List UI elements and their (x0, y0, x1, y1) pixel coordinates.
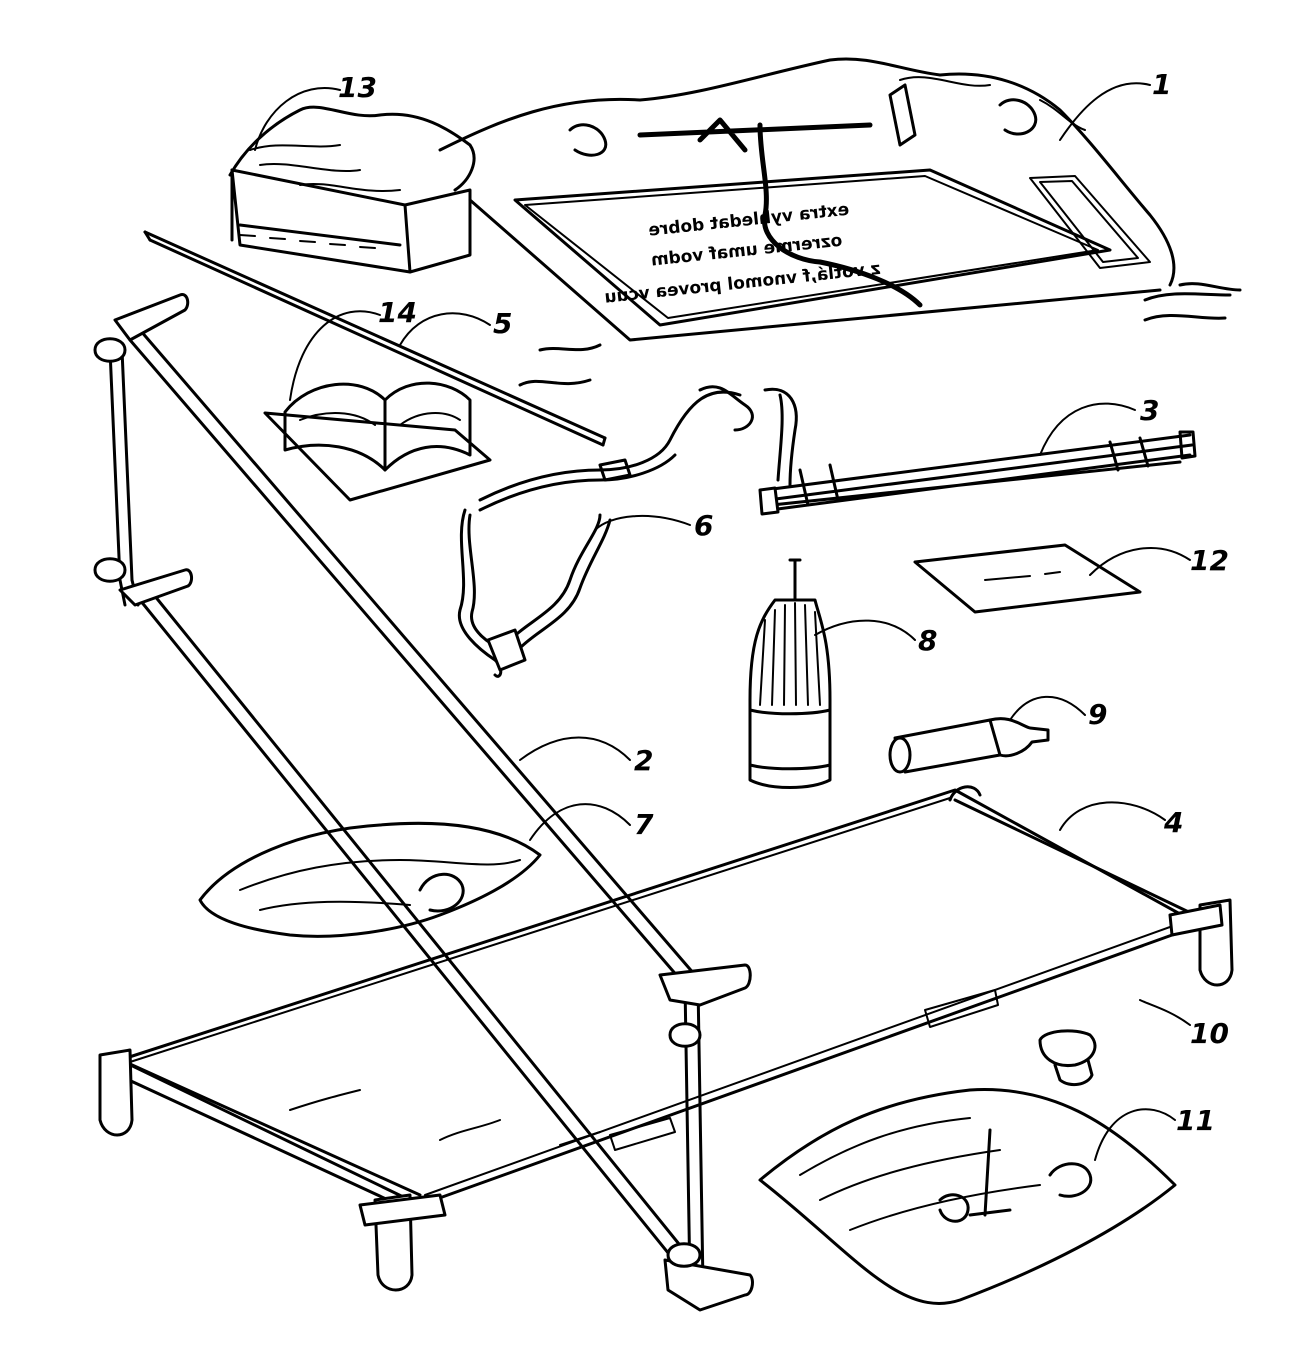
label-8: 8 (918, 624, 937, 657)
part-3-tubes (758, 430, 1197, 516)
label-9: 9 (1088, 698, 1107, 731)
label-6: 6 (694, 509, 713, 542)
leader-6 (594, 515, 691, 531)
part-7-pouch (198, 821, 542, 938)
label-10: 10 (1190, 1017, 1229, 1050)
label-7: 7 (634, 808, 654, 841)
leader-14a (289, 310, 381, 401)
leader-4 (1059, 801, 1166, 831)
label-3: 3 (1140, 394, 1159, 427)
leader-12 (1089, 547, 1191, 576)
leader-8 (814, 619, 916, 641)
part-14-booklet (263, 381, 492, 502)
part-11-kit-bag (758, 1029, 1177, 1305)
callout-leaders (254, 82, 1191, 1161)
leader-13 (254, 87, 341, 151)
part-6-straps (457, 385, 798, 678)
part-2-frame (93, 293, 754, 1312)
label-4: 4 (1163, 806, 1183, 839)
part-1-mat (438, 57, 1242, 387)
label-14: 14 (378, 296, 417, 329)
part-5-rod (143, 230, 607, 447)
part-10-cot (98, 785, 1234, 1292)
leader-7 (529, 803, 631, 841)
leader-2 (519, 736, 631, 761)
label-1: 1 (1152, 68, 1171, 101)
label-2: 2 (634, 744, 653, 777)
label-11: 11 (1176, 1104, 1215, 1137)
part-9-tube (888, 717, 1050, 774)
label-13: 13 (338, 71, 377, 104)
mat-text-line-3: z votlá,f vnomol provea vcuu (604, 259, 882, 308)
label-12: 12 (1190, 544, 1229, 577)
part-13-bag (228, 105, 476, 274)
leader-3 (1039, 402, 1136, 456)
leader-5 (399, 312, 491, 346)
leader-9 (1009, 695, 1086, 721)
label-5: 5 (493, 307, 512, 340)
part-12-sheet (913, 543, 1142, 614)
leader-11 (1094, 1108, 1176, 1161)
instruction-panel (513, 168, 1112, 327)
leader-1 (1059, 82, 1151, 141)
part-8-bottle (748, 558, 832, 789)
callout-numbers: 13 1 14 5 3 6 12 8 9 2 7 4 10 11 (338, 68, 1229, 1137)
leader-10 (1139, 999, 1191, 1026)
